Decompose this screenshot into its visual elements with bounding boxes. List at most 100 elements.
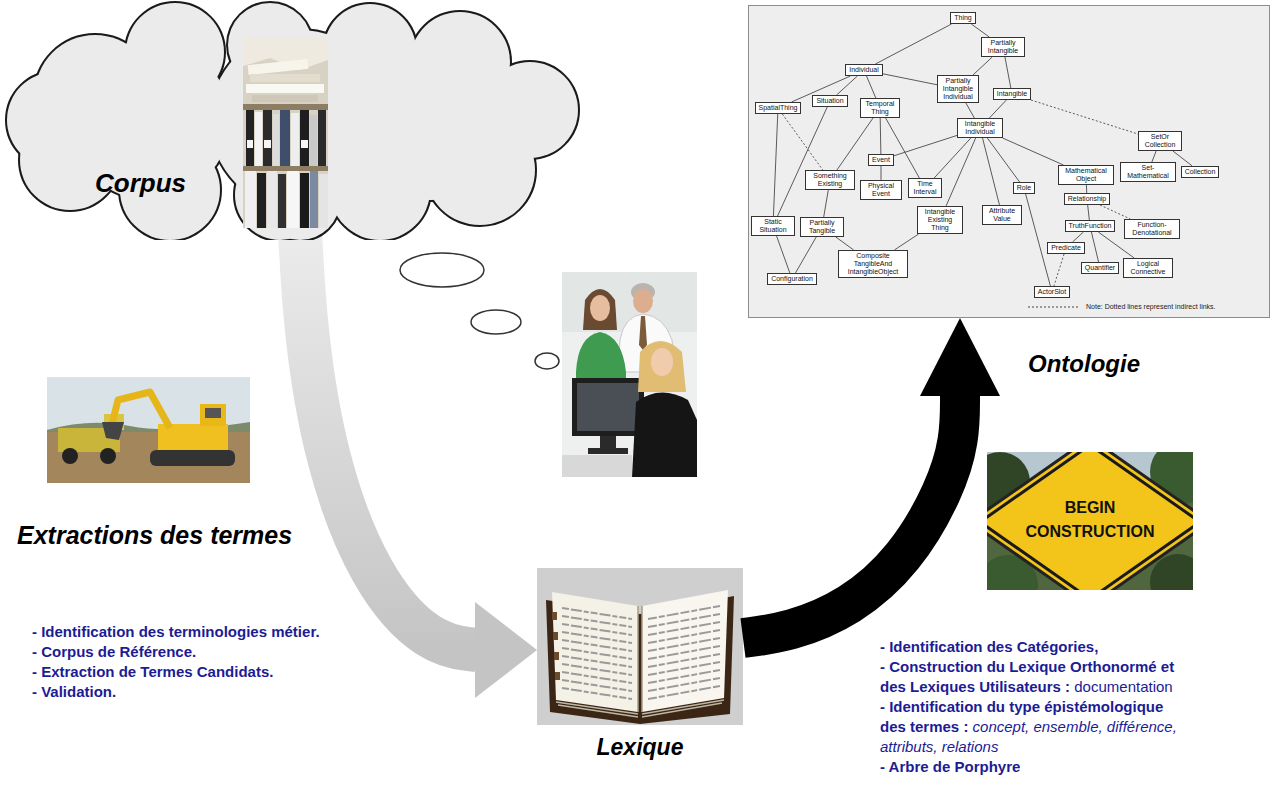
thought-bubbles bbox=[400, 253, 559, 369]
cloud-title: Corpus bbox=[95, 168, 186, 199]
concept-box: Intangible Individual bbox=[957, 118, 1003, 138]
link-line bbox=[795, 237, 816, 273]
text-line: - Extraction de Termes Candidats. bbox=[32, 662, 362, 682]
concept-label: Individual bbox=[849, 66, 879, 74]
step-text: BEGIN CONSTRUCTION bbox=[1026, 499, 1155, 540]
link-line bbox=[966, 103, 974, 118]
concept-label: Event bbox=[872, 156, 890, 164]
concept-label: Partially Tangible bbox=[804, 219, 840, 235]
link-line bbox=[867, 76, 876, 98]
concept-label: Intangible Individual bbox=[961, 120, 999, 136]
step-text: - Arbre de Porphyre bbox=[880, 758, 1020, 775]
concept-box: ActorSlot bbox=[1034, 286, 1070, 298]
cloud-outline bbox=[7, 3, 578, 240]
concept-label: Logical Connective bbox=[1127, 260, 1169, 276]
arrow-head bbox=[920, 318, 1000, 396]
taxonomy-link bbox=[1031, 100, 1138, 134]
concept-box: TruthFunction bbox=[1065, 220, 1116, 232]
concept-box: Situation bbox=[812, 95, 847, 107]
concept-box: Physical Event bbox=[860, 180, 902, 200]
taxonomy-link bbox=[1086, 185, 1087, 193]
concept-label: Role bbox=[1017, 184, 1031, 192]
concept-label: Partially Intangible bbox=[985, 39, 1021, 55]
concept-box: Temporal Thing bbox=[860, 98, 900, 118]
concept-box: Something Existing bbox=[805, 170, 855, 190]
taxonomy-link bbox=[894, 135, 957, 155]
link-line bbox=[894, 135, 957, 155]
taxonomy-link bbox=[778, 107, 828, 216]
concept-box: Thing bbox=[950, 12, 976, 24]
link-line bbox=[778, 107, 828, 216]
step-text: - Corpus de Référence. bbox=[32, 643, 196, 660]
text-line: - Construction du Lexique Orthonormé et … bbox=[880, 657, 1190, 697]
taxonomy-link bbox=[989, 100, 1006, 118]
taxonomy-link bbox=[1073, 232, 1084, 242]
annotation: documentation bbox=[1074, 678, 1172, 695]
taxonomy-link bbox=[867, 76, 876, 98]
link-line bbox=[824, 190, 829, 217]
concept-label: Thing bbox=[954, 14, 972, 22]
concept-box: Partially Tangible bbox=[800, 217, 844, 237]
concept-label: ActorSlot bbox=[1038, 288, 1066, 296]
concept-label: Quantifier bbox=[1085, 264, 1115, 272]
taxonomy-link bbox=[1003, 138, 1064, 165]
taxonomy-link bbox=[971, 24, 989, 37]
lexicon-node: Lexique bbox=[537, 568, 743, 768]
link-line bbox=[880, 118, 882, 154]
concept-label: Physical Event bbox=[864, 182, 898, 198]
concept-label: Attribute Value bbox=[986, 207, 1018, 223]
link-line bbox=[1031, 100, 1138, 134]
link-line bbox=[883, 74, 937, 85]
link-line bbox=[934, 138, 971, 178]
text-line: - Identification du type épistémologique… bbox=[880, 697, 1190, 757]
concept-label: Something Existing bbox=[809, 172, 851, 188]
concept-label: Intangible Existing Thing bbox=[921, 208, 959, 232]
concept-box: Individual bbox=[845, 64, 883, 76]
link-line bbox=[1100, 205, 1130, 219]
taxonomy-link bbox=[987, 138, 1019, 182]
taxonomy-link bbox=[1152, 151, 1156, 162]
link-line bbox=[777, 236, 790, 273]
concept-label: Mathematical Object bbox=[1062, 167, 1110, 183]
step-text: Extractions des termes bbox=[17, 521, 292, 549]
step-text: - Identification des Catégories, bbox=[880, 638, 1098, 655]
text-line: - Validation. bbox=[32, 682, 362, 702]
concept-box: Intangible Existing Thing bbox=[917, 206, 963, 234]
taxonomy-link bbox=[1054, 254, 1064, 286]
concept-label: Time Interval bbox=[912, 180, 938, 196]
excavator-photo bbox=[47, 377, 250, 483]
taxonomy-link bbox=[836, 237, 854, 250]
taxonomy-link bbox=[1091, 232, 1098, 262]
concept-box: Role bbox=[1013, 182, 1035, 194]
taxonomy-link bbox=[1100, 205, 1130, 219]
section-heading: Extractions des termes bbox=[17, 521, 292, 550]
concept-label: Composite TangibleAnd IntangibleObject bbox=[842, 252, 904, 276]
construction-sign-photo bbox=[987, 452, 1193, 590]
concept-box: SetOr Collection bbox=[1138, 131, 1182, 151]
taxonomy-link bbox=[894, 234, 918, 250]
concept-box: Predicate bbox=[1047, 242, 1085, 254]
taxonomy-link bbox=[883, 74, 937, 85]
concept-label: Temporal Thing bbox=[864, 100, 896, 116]
concept-box: Event bbox=[868, 154, 894, 166]
concept-box: Set-Mathematical bbox=[1120, 162, 1176, 182]
concept-box: Quantifier bbox=[1081, 262, 1119, 274]
concept-label: Static Situation bbox=[755, 218, 791, 234]
sign-text: BEGIN CONSTRUCTION bbox=[1015, 496, 1165, 544]
text-line: - Arbre de Porphyre bbox=[880, 757, 1190, 777]
concept-label: SpatialThing bbox=[759, 104, 798, 112]
link-line bbox=[1005, 57, 1011, 88]
dictionary-photo bbox=[537, 568, 743, 725]
text-line: - Identification des Catégories, bbox=[880, 637, 1190, 657]
taxonomy-link bbox=[795, 237, 816, 273]
concept-label: SetOr Collection bbox=[1142, 133, 1178, 149]
link-line bbox=[837, 76, 858, 95]
team-photo bbox=[562, 272, 697, 477]
step-list: - Identification des Catégories, - Constr… bbox=[880, 637, 1190, 777]
concept-label: Situation bbox=[816, 97, 843, 105]
concept-label: TruthFunction bbox=[1069, 222, 1112, 230]
taxonomy-link bbox=[824, 190, 829, 217]
concept-box: Static Situation bbox=[751, 216, 795, 236]
concept-box: Configuration bbox=[767, 273, 817, 285]
image-caption: Lexique bbox=[537, 734, 743, 761]
